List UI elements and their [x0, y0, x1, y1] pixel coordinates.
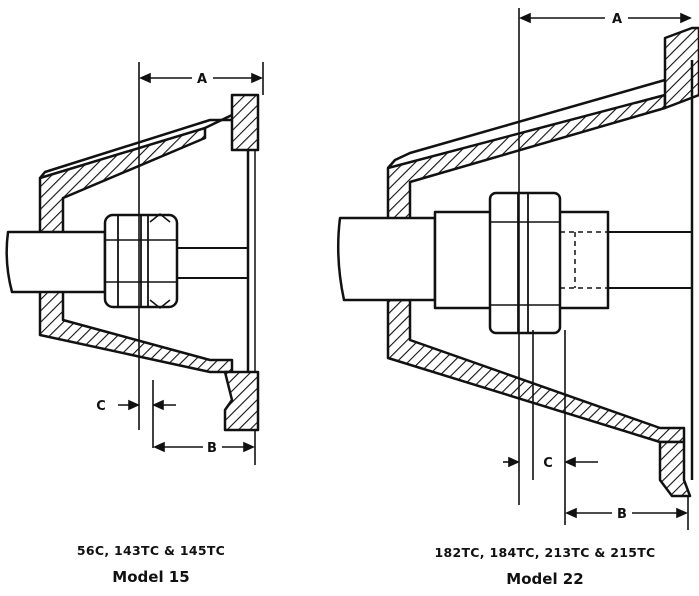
model-15-drawing — [5, 93, 260, 432]
model-22-shaft — [336, 216, 437, 302]
model-22-title: Model 22 — [506, 570, 583, 588]
model-15-flange-top — [230, 93, 260, 152]
model-15-dimension-lines — [118, 62, 264, 465]
model-22-dimension-b: B — [617, 507, 627, 522]
model-22-dimension-lines — [503, 8, 692, 530]
model-22-sizes-caption: 182TC, 184TC, 213TC & 215TC — [434, 545, 655, 560]
model-22-dimension-a: A — [612, 12, 622, 27]
model-22-dimension-c: C — [543, 456, 553, 471]
model-22-coupling — [488, 191, 562, 335]
model-22-flange-bottom — [658, 440, 692, 498]
model-15-flange-bottom — [223, 370, 260, 432]
model-22-flange-top — [663, 26, 699, 110]
model-15-housing-bottom — [38, 288, 234, 374]
model-15-shaft — [5, 230, 107, 294]
model-22-drawing — [336, 26, 699, 498]
model-22-housing-bottom — [386, 298, 686, 444]
model-15-dimension-c: C — [96, 399, 106, 414]
model-15-dimension-a: A — [197, 72, 207, 87]
model-15-sizes-caption: 56C, 143TC & 145TC — [77, 543, 225, 558]
model-15-dimension-b: B — [207, 441, 217, 456]
model-15-title: Model 15 — [112, 568, 189, 586]
